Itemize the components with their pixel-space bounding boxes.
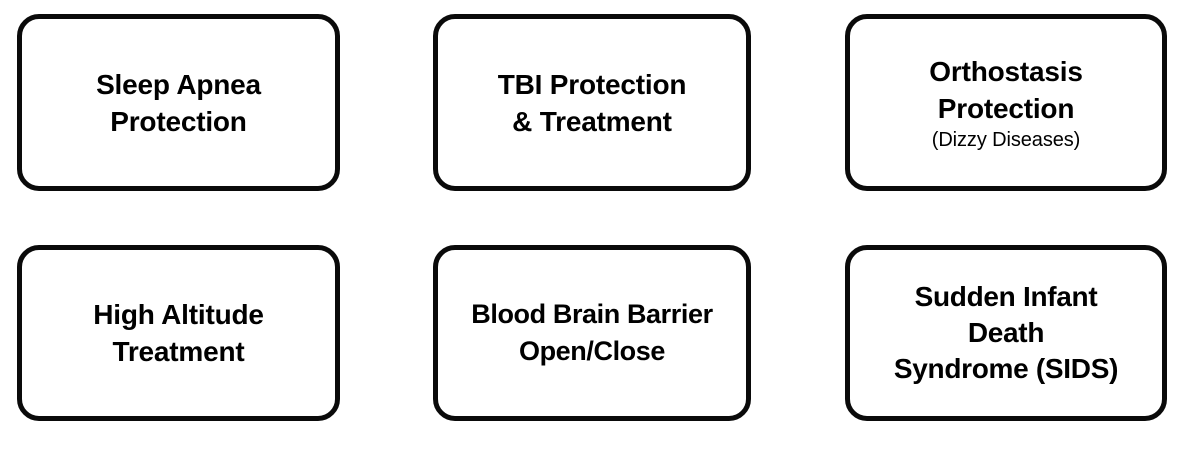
node-orthostasis-protection[interactable]: Orthostasis Protection (Dizzy Diseases) xyxy=(845,14,1167,191)
node-title: Sleep Apnea Protection xyxy=(96,68,261,137)
node-title: Sudden Infant Death Syndrome (SIDS) xyxy=(893,281,1119,384)
node-high-altitude-treatment[interactable]: High Altitude Treatment xyxy=(17,245,340,421)
node-title: Blood Brain Barrier Open/Close xyxy=(471,299,713,366)
node-blood-brain-barrier-open-close[interactable]: Blood Brain Barrier Open/Close xyxy=(433,245,751,421)
node-sudden-infant-death-syndrome[interactable]: Sudden Infant Death Syndrome (SIDS) xyxy=(845,245,1167,421)
node-title: High Altitude Treatment xyxy=(93,299,264,367)
node-title: TBI Protection & Treatment xyxy=(497,68,687,137)
node-title: Orthostasis Protection xyxy=(929,56,1083,124)
node-subtitle: (Dizzy Diseases) xyxy=(931,129,1081,151)
node-tbi-protection-treatment[interactable]: TBI Protection & Treatment xyxy=(433,14,751,191)
node-sleep-apnea-protection[interactable]: Sleep Apnea Protection xyxy=(17,14,340,191)
